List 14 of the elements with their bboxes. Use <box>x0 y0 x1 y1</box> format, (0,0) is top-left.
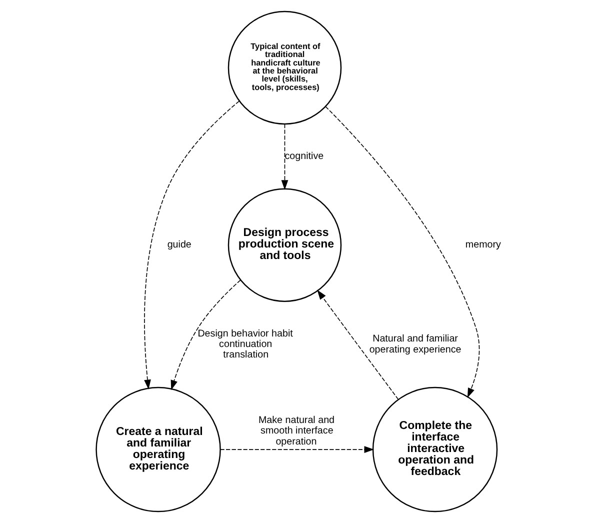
arrow <box>219 446 374 453</box>
arrow <box>316 290 398 400</box>
edge-label: guide <box>166 240 191 251</box>
edge-label: Make natural and smooth interface operation <box>258 414 334 448</box>
edge-label: Design behavior habit continuation translation <box>197 328 292 361</box>
arrow <box>170 280 240 390</box>
node-circle: Typical content of traditional handicraft culture at the behavioral level (skills, tools, processes) <box>227 10 342 125</box>
edge-label: Natural and familiar operating experience <box>368 334 461 356</box>
edge-label: cognitive <box>284 150 324 162</box>
edge-label: memory <box>464 240 500 251</box>
arrow <box>280 124 288 190</box>
arrow <box>324 106 480 398</box>
node-circle: Create a natural and familiar operating experience <box>95 386 220 512</box>
arrow <box>144 100 240 390</box>
